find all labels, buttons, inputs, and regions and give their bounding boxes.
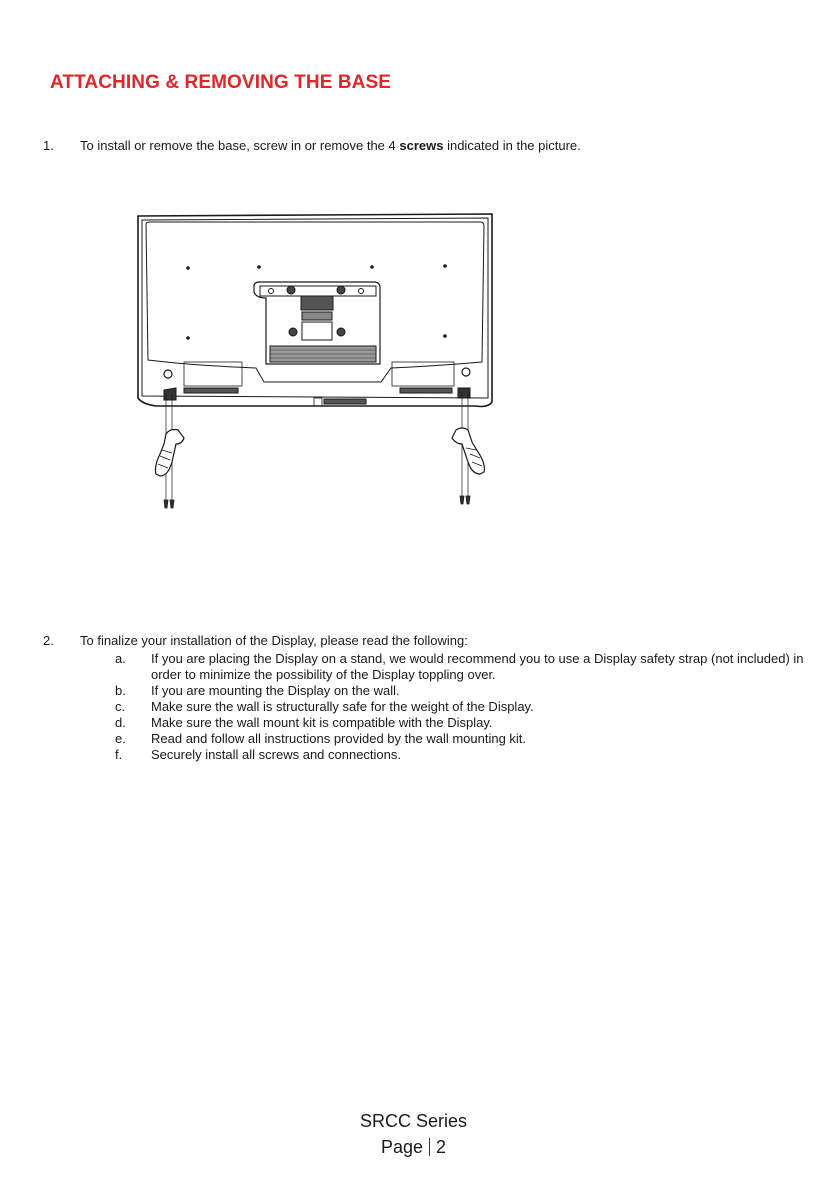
page-divider — [429, 1138, 431, 1156]
list-item-text: If you are mounting the Display on the w… — [151, 683, 400, 698]
list-item-letter: f. — [115, 747, 123, 762]
step-text-after: indicated in the picture. — [443, 138, 581, 153]
list-item-letter: d. — [115, 715, 126, 730]
sub-list: a. If you are placing the Display on a s… — [115, 651, 805, 763]
step-1: 1. To install or remove the base, screw … — [43, 138, 803, 156]
right-stand-foot — [451, 427, 485, 475]
list-item-text: Securely install all screws and connecti… — [151, 747, 402, 762]
step-text-bold: screws — [399, 138, 444, 153]
connector-housing — [253, 281, 381, 365]
screw-hole — [186, 336, 190, 340]
left-stand-foot — [154, 428, 185, 477]
list-item: b. If you are mounting the Display on th… — [115, 683, 805, 699]
step-text: To install or remove the base, screw in … — [80, 138, 581, 154]
list-item: c. Make sure the wall is structurally sa… — [115, 699, 805, 715]
page-label: Page — [380, 1137, 424, 1157]
list-item: a. If you are placing the Display on a s… — [115, 651, 805, 683]
page-title: ATTACHING & REMOVING THE BASE — [50, 72, 392, 93]
list-item-text: Make sure the wall mount kit is compatib… — [151, 715, 493, 730]
list-item: e. Read and follow all instructions prov… — [115, 731, 805, 747]
step-number: 1. — [43, 138, 54, 153]
list-item-text: Read and follow all instructions provide… — [151, 731, 527, 746]
step-text: To finalize your installation of the Dis… — [80, 633, 468, 648]
screw-hole — [257, 265, 261, 269]
list-item-letter: e. — [115, 731, 126, 746]
screw-hole — [186, 266, 190, 270]
list-item: f. Securely install all screws and conne… — [115, 747, 805, 763]
list-item-letter: a. — [115, 651, 126, 666]
page-number: 2 — [436, 1137, 447, 1157]
tv-base-diagram — [137, 213, 493, 509]
list-item-letter: c. — [115, 699, 126, 714]
list-item: d. Make sure the wall mount kit is compa… — [115, 715, 805, 731]
tv-back-panel — [137, 213, 493, 408]
step-number: 2. — [43, 633, 54, 648]
screw-icon — [163, 495, 471, 509]
list-item-text: Make sure the wall is structurally safe … — [151, 699, 534, 714]
step-text-before: To install or remove the base, screw in … — [80, 138, 400, 153]
screw-hole — [443, 264, 447, 268]
list-item-letter: b. — [115, 683, 126, 698]
list-item-text: If you are placing the Display on a stan… — [151, 651, 804, 682]
screw-hole — [370, 265, 374, 269]
step-2: 2. To finalize your installation of the … — [43, 633, 803, 651]
footer-page: Page 2 — [0, 1137, 833, 1158]
screw-hole — [443, 334, 447, 338]
footer-series: SRCC Series — [359, 1111, 468, 1131]
